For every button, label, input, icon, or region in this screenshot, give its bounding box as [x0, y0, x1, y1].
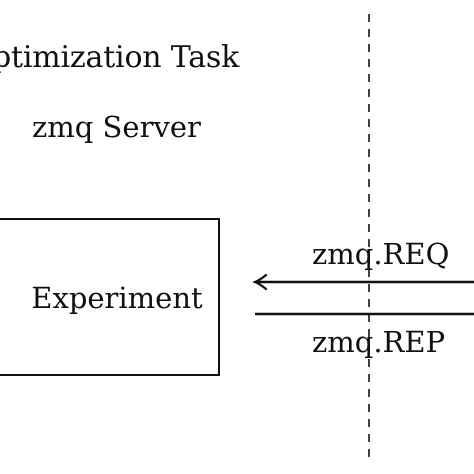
zmq-rep-label: zmq.REP — [312, 325, 446, 359]
experiment-label: Experiment — [31, 280, 203, 315]
experiment-box: Experiment — [0, 218, 220, 376]
zmq-server-label: zmq Server — [32, 110, 201, 144]
zmq-req-label: zmq.REQ — [312, 237, 450, 271]
request-arrow-head — [252, 273, 268, 291]
optimization-task-title: ptimization Task — [0, 40, 240, 75]
